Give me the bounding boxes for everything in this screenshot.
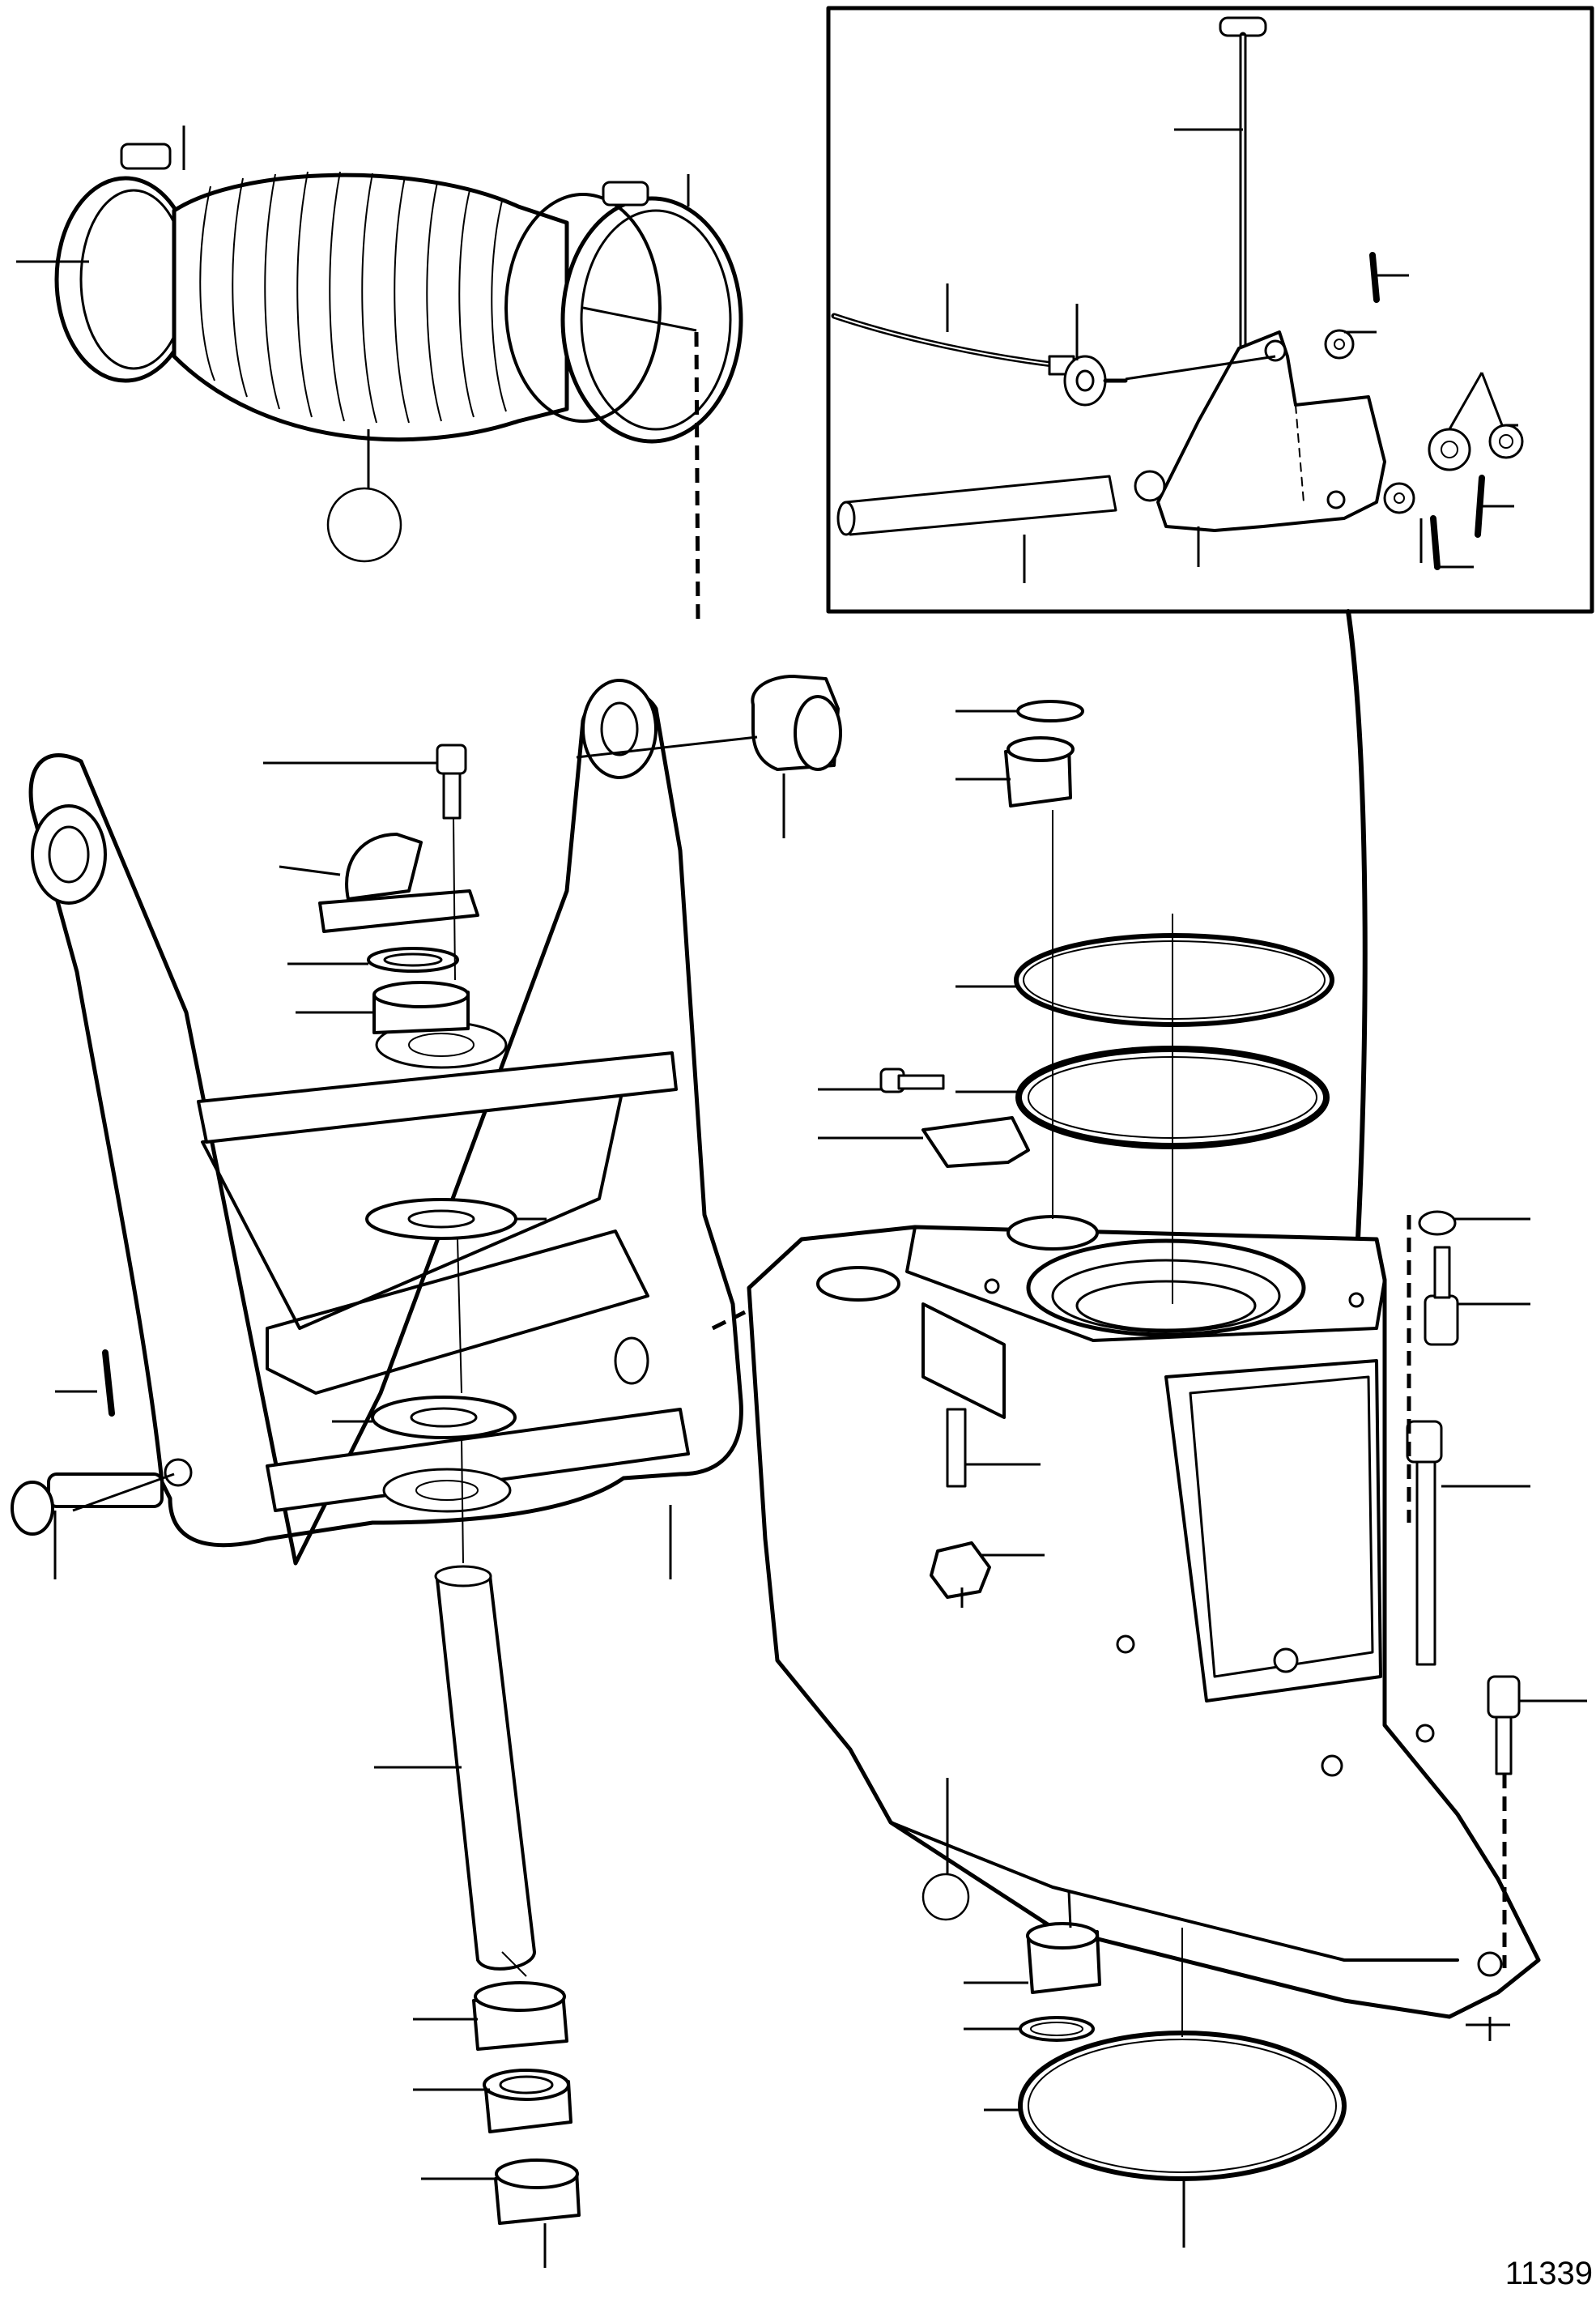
gimbal-frame (31, 680, 741, 1563)
yoke-small-parts (12, 676, 841, 2223)
inset-leader-lines (947, 130, 1518, 583)
rubber-bellows (174, 175, 567, 440)
bellows-assembly (16, 126, 741, 624)
inset-washers (1326, 330, 1522, 513)
reference-circle-housing (923, 1874, 968, 1920)
inset-detail-box (828, 8, 1592, 612)
shift-shaft (838, 476, 1116, 535)
main-leader-lines (55, 711, 1587, 2268)
inset-split-pins (1373, 255, 1482, 567)
reference-circle-bellows (328, 488, 401, 561)
gear-housing (749, 1212, 1539, 2017)
shift-bracket (1135, 332, 1385, 531)
housing-small-parts (881, 701, 1344, 2179)
right-hose-clamp (563, 198, 741, 441)
figure-number: 11339 (1504, 2256, 1593, 2291)
shift-rod (1220, 18, 1266, 356)
shift-cable (834, 316, 1126, 405)
